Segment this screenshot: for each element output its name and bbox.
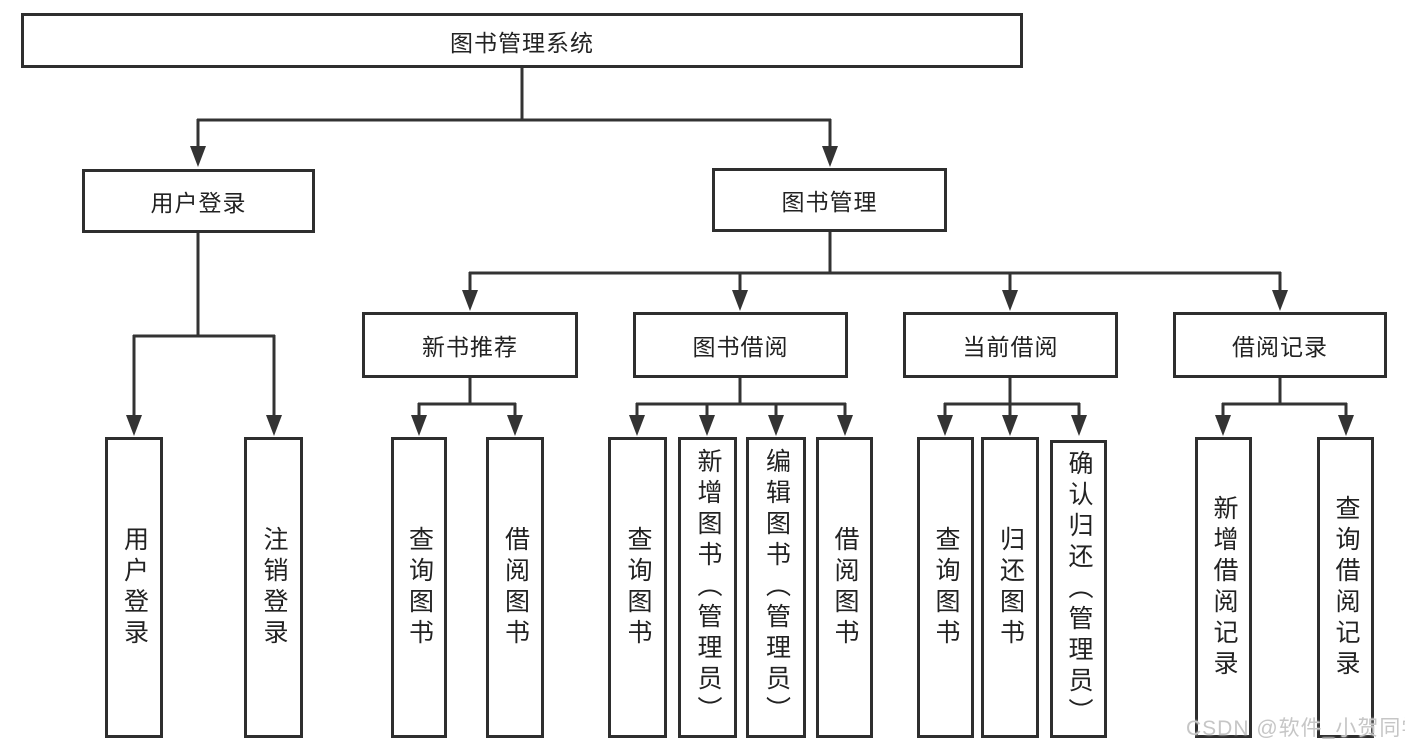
node-root: 图书管理系统 <box>21 13 1023 68</box>
leaf-br-add-record-label: 新增借阅记录 <box>1210 494 1238 681</box>
leaf-br-query-record-label: 查询借阅记录 <box>1332 494 1360 681</box>
leaf-bb-add-books-admin-label: 新增图书（管理员） <box>694 448 722 727</box>
edges-manage <box>462 232 1288 311</box>
leaf-nbr-borrow-books: 借阅图书 <box>486 437 544 738</box>
node-book-borrow: 图书借阅 <box>633 312 848 378</box>
leaf-nbr-borrow-books-label: 借阅图书 <box>501 525 530 650</box>
node-user-login-label: 用户登录 <box>150 190 247 216</box>
node-book-manage: 图书管理 <box>712 168 947 232</box>
leaf-bb-edit-books-admin: 编辑图书（管理员） <box>746 437 806 738</box>
leaf-bb-query-books: 查询图书 <box>608 437 667 738</box>
edges-login <box>126 233 282 436</box>
node-borrow-records: 借阅记录 <box>1173 312 1387 378</box>
leaf-logout: 注销登录 <box>244 437 303 738</box>
leaf-nbr-query-books: 查询图书 <box>391 437 447 738</box>
node-book-manage-label: 图书管理 <box>781 189 878 215</box>
leaf-cb-confirm-return-admin-label: 确认归还（管理员） <box>1065 449 1093 729</box>
leaf-bb-edit-books-admin-label: 编辑图书（管理员） <box>762 448 791 727</box>
edges-group-borrow <box>629 378 853 436</box>
node-current-borrow-label: 当前借阅 <box>962 334 1059 360</box>
node-user-login: 用户登录 <box>82 169 315 233</box>
leaf-cb-query-books: 查询图书 <box>917 437 974 738</box>
edges-group-current <box>937 378 1087 436</box>
leaf-br-add-record: 新增借阅记录 <box>1195 437 1252 738</box>
node-new-book-rec-label: 新书推荐 <box>422 334 518 360</box>
edges-root <box>190 68 838 167</box>
leaf-br-query-record: 查询借阅记录 <box>1317 437 1374 738</box>
edges-group-records <box>1215 378 1354 436</box>
edges-group-newbook <box>411 378 523 436</box>
leaf-cb-confirm-return-admin: 确认归还（管理员） <box>1050 440 1107 738</box>
node-current-borrow: 当前借阅 <box>903 312 1118 378</box>
leaf-cb-return-books: 归还图书 <box>981 437 1039 738</box>
node-borrow-records-label: 借阅记录 <box>1232 334 1328 360</box>
leaf-logout-label: 注销登录 <box>260 525 288 650</box>
node-root-label: 图书管理系统 <box>450 29 594 56</box>
leaf-bb-borrow-books: 借阅图书 <box>816 437 873 738</box>
leaf-bb-add-books-admin: 新增图书（管理员） <box>678 437 737 738</box>
leaf-bb-borrow-books-label: 借阅图书 <box>831 525 859 650</box>
leaf-cb-return-books-label: 归还图书 <box>996 525 1025 650</box>
node-new-book-rec: 新书推荐 <box>362 312 578 378</box>
node-book-borrow-label: 图书借阅 <box>692 334 789 360</box>
leaf-nbr-query-books-label: 查询图书 <box>405 525 434 650</box>
leaf-user-login-label: 用户登录 <box>120 525 149 650</box>
leaf-cb-query-books-label: 查询图书 <box>932 525 960 650</box>
watermark-text: CSDN @软件_小贺同学 <box>1186 717 1405 740</box>
leaf-bb-query-books-label: 查询图书 <box>624 525 652 650</box>
leaf-user-login: 用户登录 <box>105 437 163 738</box>
